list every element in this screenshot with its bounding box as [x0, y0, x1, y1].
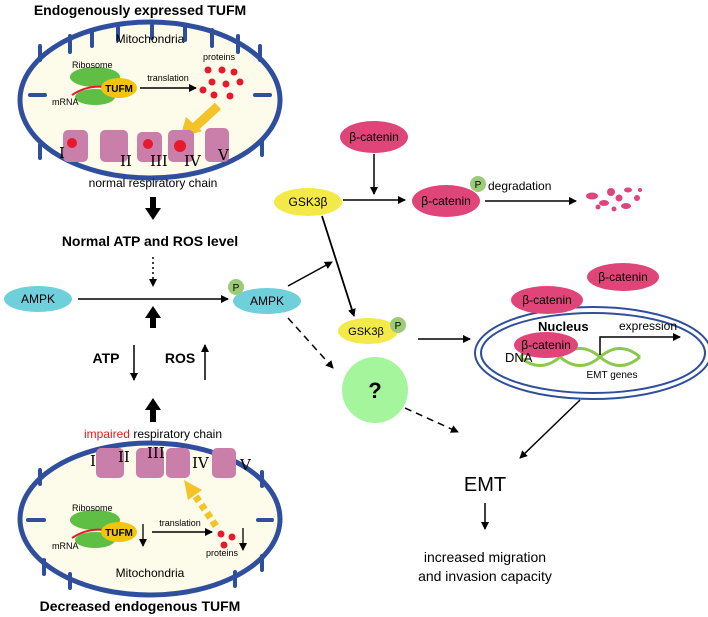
- bottom-complex-label-5: V: [239, 456, 252, 474]
- bottom-translation-label: translation: [159, 518, 201, 528]
- top-protein-dots: [199, 66, 244, 100]
- question-label: ?: [368, 378, 381, 403]
- bottom-yellow-dashed-arrow: [191, 492, 219, 528]
- question-to-emt-dashed-arrow: [404, 407, 459, 433]
- top-complex-label-5: V: [217, 146, 230, 164]
- beta-catenin-free-oval: [340, 121, 408, 153]
- top-complex-label-4: IV: [184, 152, 202, 170]
- top-yellow-arrow: [190, 102, 222, 132]
- bottom-mito-label: Mitochondria: [116, 566, 185, 580]
- impaired-chain-label: impaired respiratory chain: [84, 427, 222, 441]
- top-mito-label: Mitochondria: [116, 32, 185, 46]
- beta-catenin-cyto-oval-1: [587, 263, 659, 291]
- emt-genes-label: EMT genes: [587, 370, 638, 381]
- ampk-p-oval: [233, 288, 301, 314]
- bottom-complex-label-1: I: [90, 452, 96, 470]
- ampk-label: AMPK: [21, 292, 55, 306]
- beta-catenin-nuclear-oval: [514, 332, 578, 358]
- bottom-cristae: [26, 468, 274, 590]
- beta-catenin-p-oval: [412, 185, 480, 217]
- bottom-title: Decreased endogenous TUFM: [40, 598, 241, 614]
- beta-catenin-cyto-oval-2: [511, 286, 583, 314]
- normal-big-arrowhead: [145, 208, 161, 220]
- ros-label: ROS: [165, 350, 195, 366]
- impaired-big-arrowhead: [145, 398, 161, 410]
- top-complex-label-2: II: [120, 152, 132, 170]
- top-complexes: [63, 128, 229, 162]
- top-tufm-label: TUFM: [105, 84, 133, 95]
- normal-chain-label: normal respiratory chain: [89, 176, 218, 190]
- nucleus-to-emt-arrow: [519, 399, 581, 459]
- nucleus-label: Nucleus: [538, 319, 589, 334]
- beta-catenin-cyto-label-2: β-catenin: [522, 293, 572, 307]
- bottom-yellow-arrowhead: [184, 480, 202, 500]
- beta-catenin-nuclear-label: β-catenin: [521, 338, 571, 352]
- bottom-proteins-label: proteins: [206, 548, 239, 558]
- bottom-complex-label-4: IV: [192, 454, 210, 472]
- dna-helix-strand-2: [519, 347, 641, 367]
- bottom-tufm-oval: [101, 522, 137, 542]
- ampk-phospho-badge: [228, 279, 244, 295]
- beta-catenin-phospho-label: P: [475, 180, 482, 191]
- beta-catenin-free-label: β-catenin: [349, 130, 399, 144]
- beta-catenin-cyto-label-1: β-catenin: [598, 270, 648, 284]
- ampk-to-question-dashed-arrow: [287, 317, 334, 369]
- up-big-arrowhead: [145, 306, 161, 318]
- bottom-complexes: [96, 448, 236, 478]
- gsk3b-label: GSK3β: [289, 195, 328, 209]
- ampk-oval: [4, 286, 72, 312]
- impaired-rest: respiratory chain: [130, 427, 222, 441]
- beta-catenin-p-label: β-catenin: [421, 194, 471, 208]
- top-mrna-label: mRNA: [52, 97, 79, 107]
- gsk3b-p-oval: [338, 318, 398, 344]
- expression-arrow: [599, 333, 681, 355]
- bottom-tufm-label: TUFM: [105, 528, 133, 539]
- gsk3b-phospho-badge: [390, 317, 406, 333]
- top-ribosome-label: Ribosome: [72, 60, 113, 70]
- bottom-complex-label-3: III: [147, 444, 165, 462]
- dna-label: DNA: [505, 350, 533, 365]
- bottom-ribosome-label: Ribosome: [72, 503, 113, 513]
- ampk-p-label: AMPK: [250, 294, 284, 308]
- top-cristae: [28, 22, 272, 160]
- emt-label: EMT: [464, 474, 506, 496]
- atp-label: ATP: [93, 350, 120, 366]
- gsk3b-oval: [274, 188, 342, 216]
- bottom-mitochondrion: [17, 440, 283, 598]
- beta-catenin-phospho-badge: [470, 176, 486, 192]
- degradation-label: degradation: [488, 179, 551, 193]
- expression-label: expression: [619, 319, 677, 333]
- outcome-line-1: increased migration: [424, 549, 546, 565]
- impaired-word: impaired: [84, 427, 130, 441]
- bottom-mrna-label: mRNA: [52, 541, 79, 551]
- question-circle: [342, 357, 408, 423]
- top-proteins-label: proteins: [203, 52, 236, 62]
- top-tufm-oval: [101, 78, 137, 98]
- ampk-to-gsk3b-arrow: [287, 261, 333, 287]
- top-complex-label-3: III: [150, 152, 168, 170]
- gsk3b-phosphorylation-arrow: [321, 215, 356, 317]
- degraded-fragments: [586, 187, 642, 212]
- bottom-protein-dots: [217, 530, 236, 549]
- normal-level-label: Normal ATP and ROS level: [62, 233, 238, 249]
- top-complex-label-1: I: [59, 144, 65, 162]
- top-title: Endogenously expressed TUFM: [34, 2, 246, 18]
- gsk3b-p-label: GSK3β: [348, 326, 384, 338]
- gsk3b-phospho-label: P: [395, 321, 402, 332]
- outcome-line-2: and invasion capacity: [418, 568, 552, 584]
- top-translation-label: translation: [147, 73, 189, 83]
- bottom-complex-label-2: II: [118, 448, 130, 466]
- ampk-phospho-label: P: [233, 283, 240, 294]
